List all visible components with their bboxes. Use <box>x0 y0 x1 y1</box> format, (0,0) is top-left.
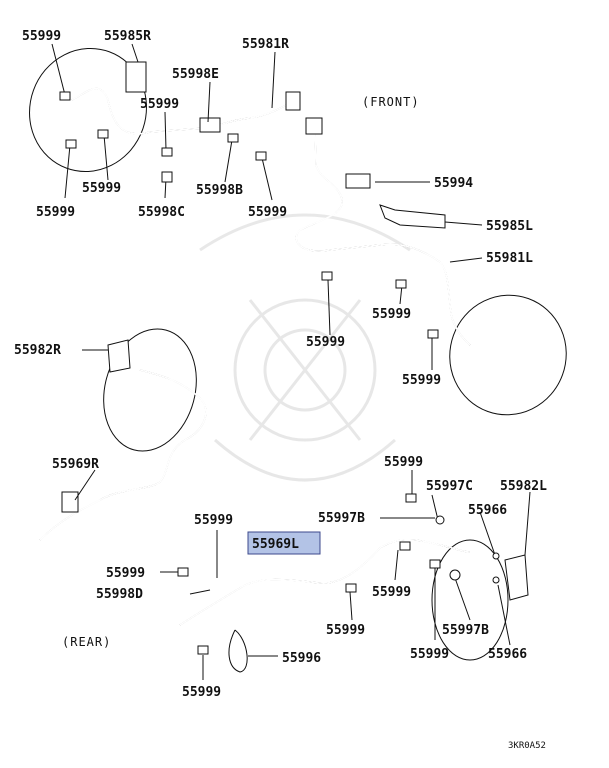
label-55999-k[interactable]: 55999 <box>106 566 145 581</box>
label-55998C[interactable]: 55998C <box>138 205 185 220</box>
label-55999-a[interactable]: 55999 <box>22 29 61 44</box>
connector-55981L <box>305 117 323 135</box>
connector-55969R <box>61 491 79 513</box>
connector-55981R <box>285 91 301 111</box>
label-55999-m[interactable]: 55999 <box>326 623 365 638</box>
part-labels: 55999 55985R 55981R 55998E 55999 55999 5… <box>14 29 547 751</box>
cable-55981L <box>295 117 471 346</box>
label-55966-b[interactable]: 55966 <box>488 647 527 662</box>
clip-55994 <box>345 173 371 189</box>
label-55999-i[interactable]: 55999 <box>384 455 423 470</box>
label-55969L[interactable]: 55969L <box>252 537 299 552</box>
bracket-55982L <box>504 554 529 601</box>
label-55994[interactable]: 55994 <box>434 176 473 191</box>
label-55982R[interactable]: 55982R <box>14 343 61 358</box>
cable-55969L <box>179 538 529 673</box>
label-55966-a[interactable]: 55966 <box>468 503 507 518</box>
leader-lines <box>51 43 531 680</box>
label-55999-o[interactable]: 55999 <box>182 685 221 700</box>
label-55999-h[interactable]: 55999 <box>402 373 441 388</box>
footer-code: 3KR0A52 <box>508 741 546 751</box>
label-55998E[interactable]: 55998E <box>172 67 219 82</box>
bolt-markers <box>59 91 500 655</box>
bracket-55985R <box>125 61 147 93</box>
cable-55969R <box>39 339 207 541</box>
label-55999-c[interactable]: 55999 <box>82 181 121 196</box>
clip-55998E <box>199 117 221 133</box>
label-55999-g[interactable]: 55999 <box>306 335 345 350</box>
bracket-55982R <box>107 339 131 373</box>
label-55999-n[interactable]: 55999 <box>410 647 449 662</box>
label-55999-e[interactable]: 55999 <box>248 205 287 220</box>
cable-55981R <box>71 61 301 135</box>
label-55996[interactable]: 55996 <box>282 651 321 666</box>
label-55999-d[interactable]: 55999 <box>36 205 75 220</box>
tie-55996 <box>228 629 248 673</box>
label-55999-l[interactable]: 55999 <box>372 585 411 600</box>
label-55985R[interactable]: 55985R <box>104 29 151 44</box>
rear-note: (REAR) <box>62 635 111 649</box>
label-55997C[interactable]: 55997C <box>426 479 473 494</box>
label-55999-f[interactable]: 55999 <box>372 307 411 322</box>
label-55982L[interactable]: 55982L <box>500 479 547 494</box>
label-55985L[interactable]: 55985L <box>486 219 533 234</box>
bracket-55985L <box>379 204 446 229</box>
front-note: (FRONT) <box>362 95 420 109</box>
label-55999-b[interactable]: 55999 <box>140 97 179 112</box>
label-55999-j[interactable]: 55999 <box>194 513 233 528</box>
label-55997B-a[interactable]: 55997B <box>318 511 365 526</box>
label-55998D[interactable]: 55998D <box>96 587 143 602</box>
label-55969R[interactable]: 55969R <box>52 457 99 472</box>
highlight-55969L <box>247 531 321 555</box>
wheel-outlines <box>29 47 567 661</box>
label-55997B-b[interactable]: 55997B <box>442 623 489 638</box>
label-55981L[interactable]: 55981L <box>486 251 533 266</box>
watermark-emblem <box>199 213 411 482</box>
label-55981R[interactable]: 55981R <box>242 37 289 52</box>
label-55998B[interactable]: 55998B <box>196 183 243 198</box>
